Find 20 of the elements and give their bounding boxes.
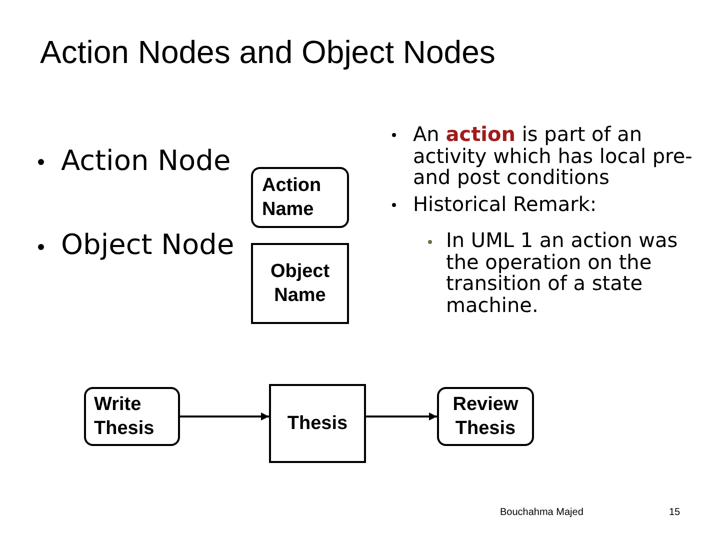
bullet-text: Historical Remark: xyxy=(413,194,597,216)
node-label: Write Thesis xyxy=(94,392,156,440)
slide-title: Action Nodes and Object Nodes xyxy=(40,33,496,71)
object-node xyxy=(251,243,349,324)
arrow xyxy=(366,412,437,420)
action-node xyxy=(251,167,349,228)
bullet-text: An action is part of an activity which has local pre- and post conditions xyxy=(413,124,694,190)
node-label: Action Name xyxy=(262,174,322,222)
author-name: Bouchahma Majed xyxy=(500,507,584,519)
node-label: Thesis xyxy=(287,412,348,436)
action-node xyxy=(437,387,534,446)
bullet-text: Action Node xyxy=(61,144,231,178)
node-label: Review Thesis xyxy=(452,392,520,440)
action-node xyxy=(84,387,180,446)
object-node xyxy=(269,384,366,463)
sub-bullet-text: In UML 1 an action was the operation on the transition of a state machine. xyxy=(446,230,679,317)
bullet-text: Object Node xyxy=(61,228,234,262)
node-label: Object Name xyxy=(269,260,331,308)
arrow xyxy=(180,412,269,420)
page-number: 15 xyxy=(669,507,680,519)
